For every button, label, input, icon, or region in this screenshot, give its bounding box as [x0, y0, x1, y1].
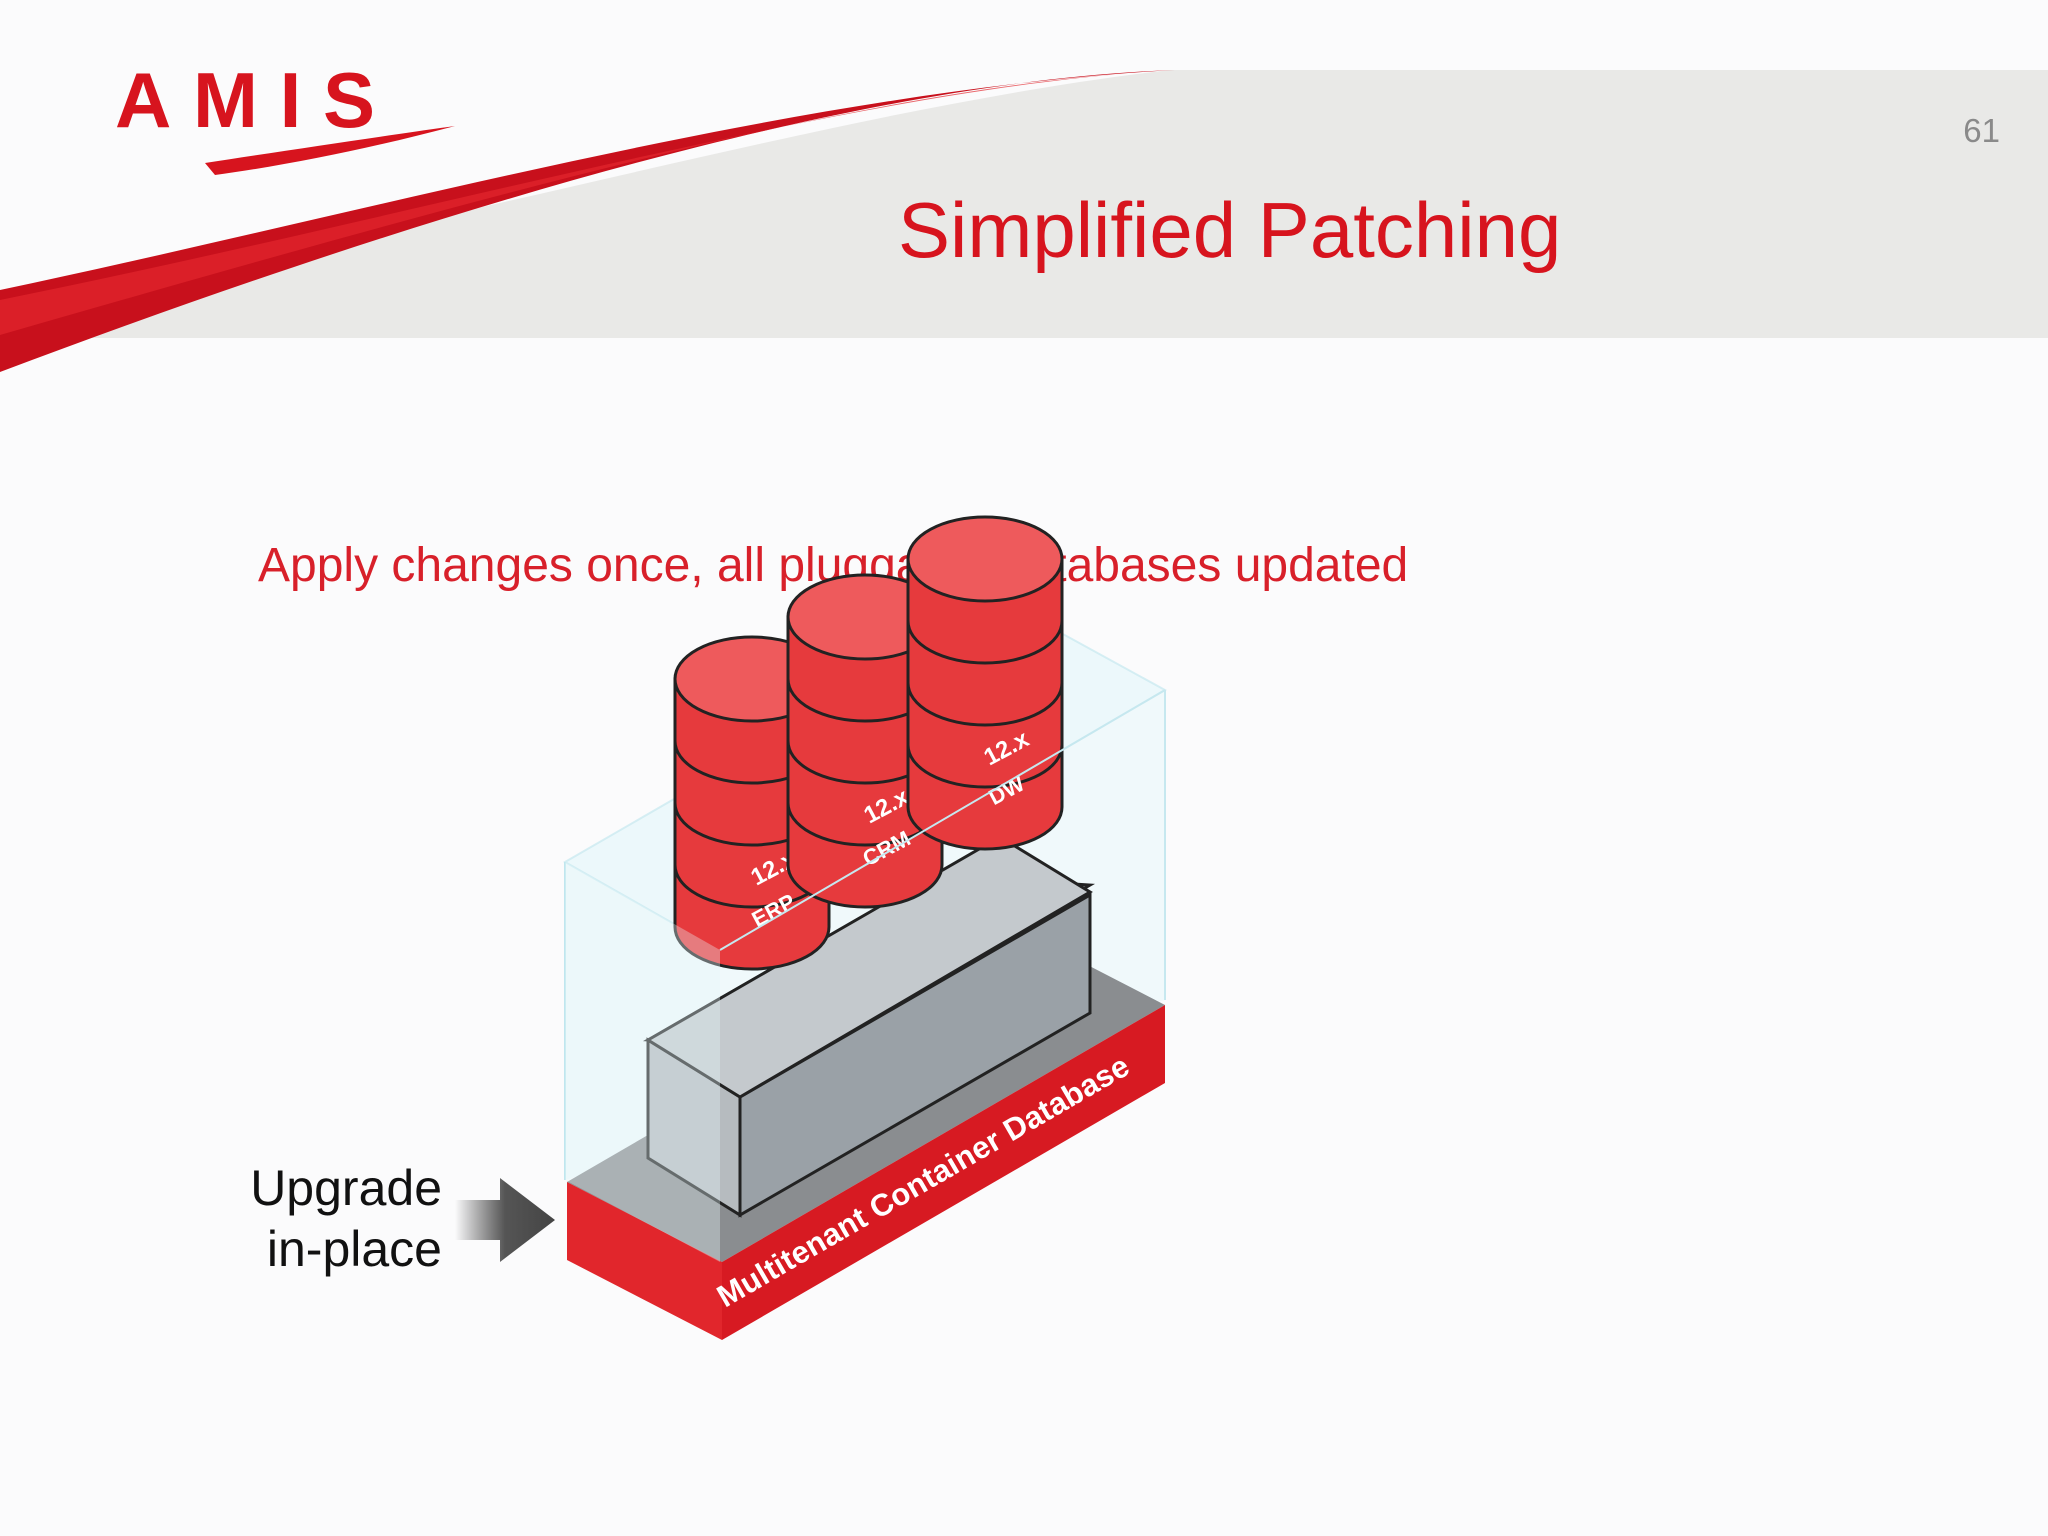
amis-logo: AMIS [115, 56, 455, 175]
cdb-base-front [722, 1005, 1165, 1340]
pdb-cylinder-segment [906, 620, 1064, 665]
header-band: AMIS [0, 0, 2048, 372]
pdb-cylinder-body [906, 557, 1064, 851]
glass-box-front [565, 862, 720, 1262]
slide-title: Simplified Patching [898, 186, 1562, 274]
shelf-front [738, 892, 1092, 1218]
pdb-cylinder-top [906, 515, 1064, 603]
cdb-base-left [567, 1182, 722, 1340]
glass-box-top-edge [719, 689, 1166, 951]
header-white-wedge [0, 0, 2048, 300]
pdb-cylinder-body [786, 615, 944, 909]
upgrade-arrow-icon [455, 1178, 555, 1262]
pdb-cylinder-segment [906, 744, 1064, 789]
upgrade-in-place-label: Upgrade in-place [200, 1158, 442, 1280]
upgrade-label-line1: Upgrade [250, 1160, 442, 1216]
pdb-cylinder-segment [906, 682, 1064, 727]
logo-text: AMIS [115, 56, 375, 144]
page-number: 61 [1963, 112, 2000, 149]
upgrade-label-line2: in-place [266, 1221, 442, 1277]
pdb-stack-dw: 12.xDW [906, 515, 1064, 851]
logo-swash [205, 126, 455, 175]
